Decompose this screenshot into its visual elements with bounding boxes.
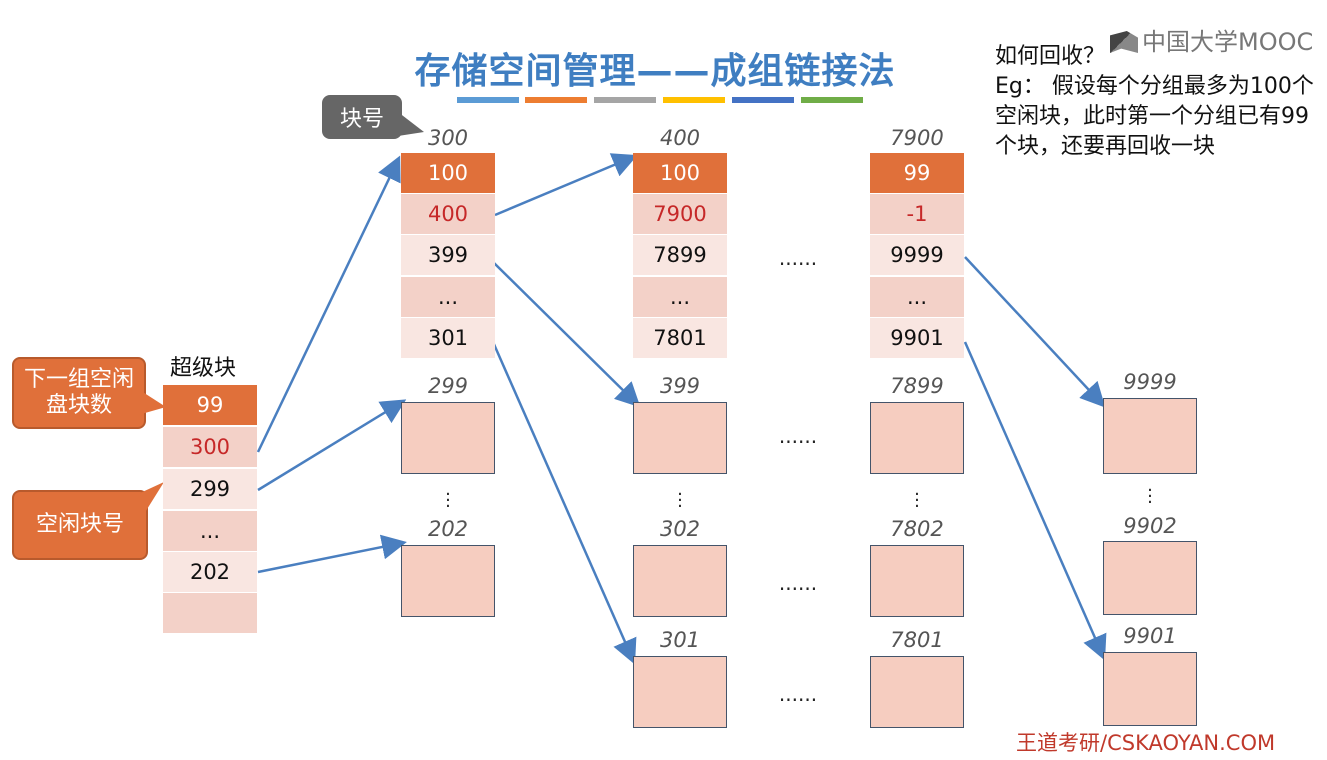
mooc-logo: 中国大学MOOC [1110, 22, 1313, 57]
ellipsis: ...... [778, 571, 818, 595]
superblock-label: 超级块 [170, 356, 237, 381]
callout-pointer [398, 112, 424, 136]
block-label: 399 [659, 374, 701, 398]
arrow [964, 256, 1106, 408]
question-line1: 如何回收？ [995, 44, 1106, 69]
block-label: 7801 [890, 628, 944, 652]
group-cell: 100 [633, 153, 727, 193]
free-block [870, 402, 964, 474]
next-group-callout: 下一组空闲盘块数 [12, 357, 146, 429]
group-cell: 99 [870, 153, 964, 193]
callout-text: 空闲块号 [35, 512, 124, 537]
callout-text: 下一组空闲盘块数 [24, 367, 135, 418]
mooc-logo-icon [1110, 31, 1138, 53]
title-bar-seg [663, 97, 725, 103]
group-cell: ... [633, 277, 727, 317]
arrow [494, 153, 638, 217]
group-block-label: 7900 [890, 126, 944, 150]
title-bar-seg [594, 97, 656, 103]
title-bar-seg [801, 97, 863, 103]
logo-text: 中国大学MOOC [1142, 28, 1314, 56]
arrow [257, 534, 407, 574]
free-block [1103, 541, 1197, 615]
free-block [633, 402, 727, 474]
superblock-cell: 202 [163, 552, 257, 592]
ellipsis: ...... [778, 424, 818, 448]
footer-brand: 王道考研/CSKAOYAN.COM [1016, 731, 1276, 755]
callout-pointer [138, 482, 164, 514]
ellipsis: ...... [778, 246, 818, 270]
group-cell: 100 [401, 153, 495, 193]
superblock-cell: 299 [163, 469, 257, 509]
vertical-ellipsis: ··· [914, 484, 920, 517]
arrow [257, 399, 407, 492]
title-bar-seg [732, 97, 794, 103]
block-label: 302 [659, 517, 701, 541]
free-block [633, 545, 727, 617]
arrow [491, 341, 637, 665]
block-label: 301 [659, 628, 701, 652]
free-block [633, 656, 727, 728]
question-line2: Eg： 假设每个分组最多为100个空闲块，此时第一个分组已有99个块，还要再回收… [995, 74, 1314, 159]
free-block [401, 545, 495, 617]
callout-text: 块号 [339, 107, 384, 132]
title-bar-seg [525, 97, 587, 103]
group-cell: 7801 [633, 318, 727, 358]
block-label: 7802 [890, 517, 944, 541]
group-cell: 7900 [633, 194, 727, 234]
free-block [401, 402, 495, 474]
block-label: 9902 [1123, 514, 1177, 538]
superblock-cell: 99 [163, 385, 257, 425]
free-block [1103, 652, 1197, 726]
block-label: 9901 [1123, 624, 1177, 648]
group-cell: 399 [401, 235, 495, 275]
group-cell: 400 [401, 194, 495, 234]
group-cell: 301 [401, 318, 495, 358]
block-label: 9999 [1123, 370, 1177, 394]
arrow [963, 341, 1107, 661]
vertical-ellipsis: ··· [445, 484, 451, 517]
group-block-label: 300 [427, 126, 469, 150]
superblock-cell: 300 [163, 427, 257, 467]
block-label: 7899 [890, 374, 944, 398]
block-label: 299 [427, 374, 469, 398]
title-bar-seg [457, 97, 519, 103]
arrow [492, 261, 641, 408]
free-block-callout: 空闲块号 [12, 490, 148, 560]
ellipsis: ...... [778, 682, 818, 706]
free-block [870, 656, 964, 728]
vertical-ellipsis: ··· [677, 484, 683, 517]
callout-pointer [138, 389, 166, 415]
group-cell: ... [401, 277, 495, 317]
block-number-callout: 块号 [322, 95, 402, 139]
group-cell: 9901 [870, 318, 964, 358]
arrow [256, 155, 401, 453]
superblock-cell [163, 593, 257, 633]
page-title: 存储空间管理——成组链接法 [414, 51, 896, 92]
free-block [870, 545, 964, 617]
group-cell: -1 [870, 194, 964, 234]
block-label: 202 [427, 517, 469, 541]
question-text: 如何回收？ Eg： 假设每个分组最多为100个空闲块，此时第一个分组已有99个块… [995, 42, 1325, 162]
superblock-cell: ... [163, 511, 257, 551]
group-cell: 7899 [633, 235, 727, 275]
vertical-ellipsis: ··· [1147, 480, 1153, 513]
group-cell: ... [870, 277, 964, 317]
group-cell: 9999 [870, 235, 964, 275]
free-block [1103, 398, 1197, 474]
group-block-label: 400 [659, 126, 701, 150]
